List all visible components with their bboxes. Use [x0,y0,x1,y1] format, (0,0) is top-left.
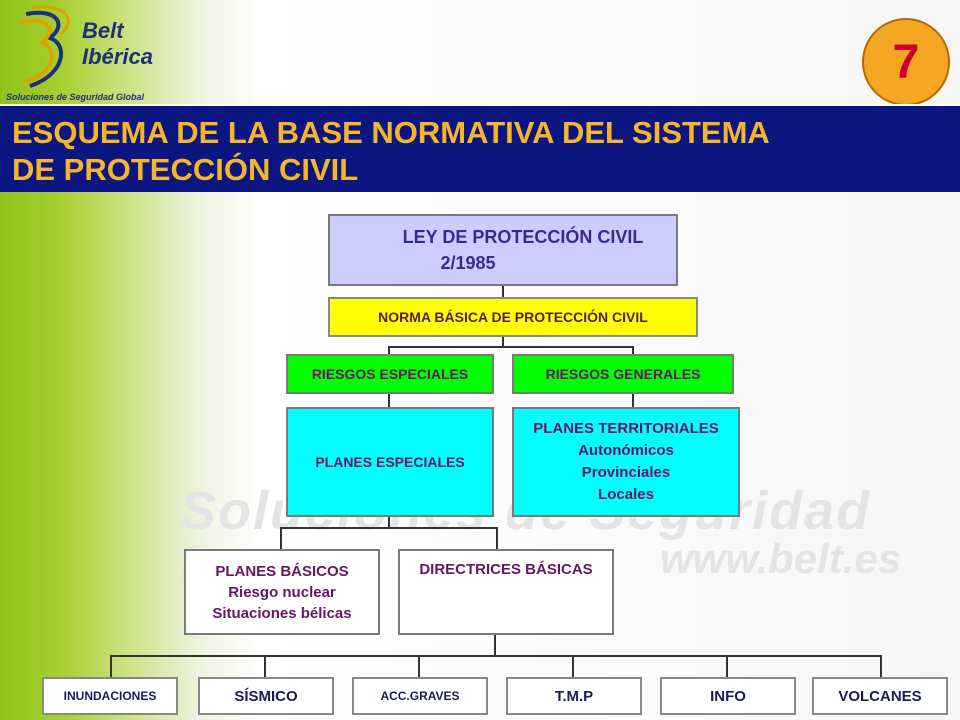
ley-title: LEY DE PROTECCIÓN CIVIL [402,227,644,247]
connector-line [388,346,634,348]
planes-territoriales-item: Locales [598,486,654,503]
node-riesgos-generales: RIESGOS GENERALES [512,354,734,394]
planes-territoriales-item: Provinciales [581,464,671,481]
node-norma-basica: NORMA BÁSICA DE PROTECCIÓN CIVIL [328,297,698,337]
connector-line [388,393,390,407]
planes-basicos-item: Situaciones bélicas [212,604,352,622]
connector-line [418,655,420,677]
connector-line [388,516,390,528]
belt-iberica-logo: Belt Ibérica Soluciones de Seguridad Glo… [6,4,186,104]
connector-line [502,285,504,297]
ley-number: 2/1985 [440,253,496,273]
node-riesgos-especiales: RIESGOS ESPECIALES [286,354,494,394]
connector-line [632,346,634,354]
connector-line [632,393,634,407]
connector-line [502,337,504,347]
watermark-url: www.belt.es [660,535,902,582]
node-acc-graves: ACC.GRAVES [352,677,488,715]
planes-basicos-item: Riesgo nuclear [228,583,336,601]
node-sismico: SÍSMICO [198,677,334,715]
planes-territoriales-item: Autonómicos [578,442,674,459]
node-volcanes: VOLCANES [812,677,948,715]
node-directrices-basicas: DIRECTRICES BÁSICAS [398,549,614,635]
node-tmp: T.M.P [506,677,642,715]
connector-line [496,527,498,549]
connector-line [110,655,882,657]
logo-swoosh-icon [19,5,70,88]
connector-line [880,655,882,677]
connector-line [264,655,266,677]
node-ley-proteccion-civil: LEY DE PROTECCIÓN CIVIL 2/1985 [328,214,678,286]
node-inundaciones: INUNDACIONES [42,677,178,715]
page-number-badge: 7 [862,18,950,106]
planes-basicos-title: PLANES BÁSICOS [215,562,349,580]
connector-line [280,527,282,549]
title-line2: DE PROTECCIÓN CIVIL [12,152,359,187]
logo-tagline: Soluciones de Seguridad Global [6,92,145,102]
connector-line [494,635,496,656]
slide-title: ESQUEMA DE LA BASE NORMATIVA DEL SISTEMA… [0,104,960,192]
node-planes-especiales: PLANES ESPECIALES [286,407,494,517]
title-line1: ESQUEMA DE LA BASE NORMATIVA DEL SISTEMA [12,115,770,150]
logo-name-line1: Belt [82,18,124,43]
directrices-basicas-title: DIRECTRICES BÁSICAS [419,561,593,578]
connector-line [110,655,112,677]
connector-line [280,527,498,529]
node-planes-basicos: PLANES BÁSICOS Riesgo nuclear Situacione… [184,549,380,635]
connector-line [726,655,728,677]
node-info: INFO [660,677,796,715]
logo-name-line2: Ibérica [82,44,153,69]
planes-territoriales-title: PLANES TERRITORIALES [533,420,719,437]
connector-line [572,655,574,677]
node-planes-territoriales: PLANES TERRITORIALES Autonómicos Provinc… [512,407,740,517]
connector-line [388,346,390,354]
